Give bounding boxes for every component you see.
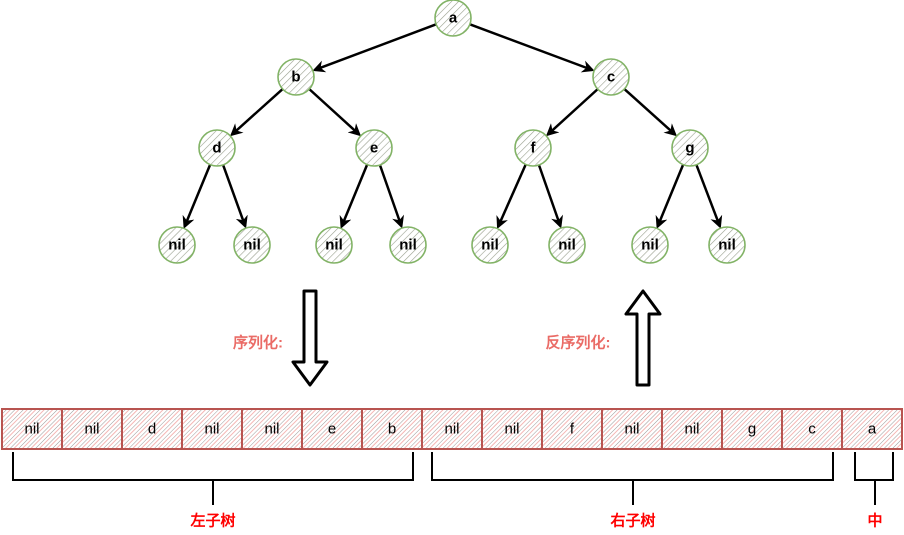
node-label: nil bbox=[481, 237, 499, 254]
node-label: nil bbox=[168, 237, 186, 254]
cell-value: nil bbox=[684, 421, 699, 438]
node-label: c bbox=[607, 69, 615, 86]
cell-value: b bbox=[388, 421, 396, 438]
edge-a-c bbox=[469, 23, 595, 73]
edge-f-n5 bbox=[496, 163, 527, 230]
cell-value: nil bbox=[624, 421, 639, 438]
cell-value: g bbox=[748, 421, 756, 438]
cell-value: nil bbox=[204, 421, 219, 438]
node-label: nil bbox=[399, 237, 417, 254]
tree-node-b: b bbox=[277, 58, 315, 96]
node-label: f bbox=[531, 140, 537, 157]
array-cell: b bbox=[361, 408, 423, 450]
array-cell: nil bbox=[421, 408, 483, 450]
deserialize-arrow bbox=[624, 289, 662, 387]
tree-node-n8: nil bbox=[708, 226, 746, 264]
serialize-arrow bbox=[291, 289, 329, 387]
array-cell: nil bbox=[241, 408, 303, 450]
edge-e-n3 bbox=[339, 164, 369, 229]
array-cell: a bbox=[841, 408, 903, 450]
node-label: nil bbox=[325, 237, 343, 254]
array-cell: f bbox=[541, 408, 603, 450]
cell-value: f bbox=[570, 421, 575, 438]
right-subtree-bracket bbox=[431, 452, 834, 505]
array-cell: nil bbox=[61, 408, 123, 450]
edge-d-n1 bbox=[182, 164, 212, 229]
cell-value: nil bbox=[444, 421, 459, 438]
edge-c-f bbox=[545, 88, 599, 137]
tree-node-n7: nil bbox=[631, 226, 669, 264]
edge-d-n2 bbox=[221, 164, 248, 229]
edge-c-g bbox=[623, 88, 677, 137]
edge-f-n6 bbox=[537, 164, 563, 229]
tree-node-c: c bbox=[592, 58, 630, 96]
deserialize-label: 反序列化: bbox=[546, 334, 611, 352]
tree-node-n5: nil bbox=[471, 226, 509, 264]
right-subtree-label: 右子树 bbox=[610, 512, 655, 530]
tree-node-n6: nil bbox=[548, 226, 586, 264]
tree-node-n4: nil bbox=[389, 226, 427, 264]
cell-value: nil bbox=[504, 421, 519, 438]
tree-node-e: e bbox=[355, 129, 393, 167]
array-cell: c bbox=[781, 408, 843, 450]
edge-b-e bbox=[308, 88, 362, 137]
tree-node-n3: nil bbox=[315, 226, 353, 264]
node-label: nil bbox=[243, 237, 261, 254]
array-cell: g bbox=[721, 408, 783, 450]
cell-value: nil bbox=[84, 421, 99, 438]
tree-node-f: f bbox=[514, 129, 552, 167]
cell-value: e bbox=[328, 421, 336, 438]
cell-value: d bbox=[148, 421, 156, 438]
edge-g-n8 bbox=[695, 164, 723, 229]
left-subtree-bracket bbox=[12, 452, 414, 505]
cell-value: nil bbox=[264, 421, 279, 438]
array-cell: nil bbox=[661, 408, 723, 450]
edge-a-b bbox=[312, 23, 437, 73]
node-label: nil bbox=[718, 237, 736, 254]
tree-node-a: a bbox=[434, 0, 472, 37]
tree-node-n1: nil bbox=[158, 226, 196, 264]
array-cell: nil bbox=[1, 408, 63, 450]
array-cell: e bbox=[301, 408, 363, 450]
edge-b-d bbox=[230, 88, 284, 137]
node-label: d bbox=[212, 140, 221, 157]
node-label: b bbox=[291, 69, 300, 86]
array-cell: nil bbox=[601, 408, 663, 450]
edge-e-n4 bbox=[378, 164, 404, 229]
cell-value: nil bbox=[24, 421, 39, 438]
middle-label: 中 bbox=[867, 512, 882, 530]
array-cell: nil bbox=[181, 408, 243, 450]
array-cell: nil bbox=[481, 408, 543, 450]
node-label: e bbox=[370, 140, 378, 157]
serialize-label: 序列化: bbox=[233, 334, 283, 352]
tree-node-g: g bbox=[671, 129, 709, 167]
edge-g-n7 bbox=[655, 164, 685, 229]
node-label: a bbox=[449, 10, 458, 27]
cell-value: a bbox=[868, 421, 877, 438]
node-label: nil bbox=[641, 237, 659, 254]
array-cell: d bbox=[121, 408, 183, 450]
node-label: g bbox=[685, 140, 694, 157]
left-subtree-label: 左子树 bbox=[189, 512, 235, 530]
cell-value: c bbox=[808, 421, 816, 438]
tree-node-d: d bbox=[198, 129, 236, 167]
node-label: nil bbox=[558, 237, 576, 254]
middle-bracket bbox=[854, 452, 894, 505]
tree-node-n2: nil bbox=[233, 226, 271, 264]
